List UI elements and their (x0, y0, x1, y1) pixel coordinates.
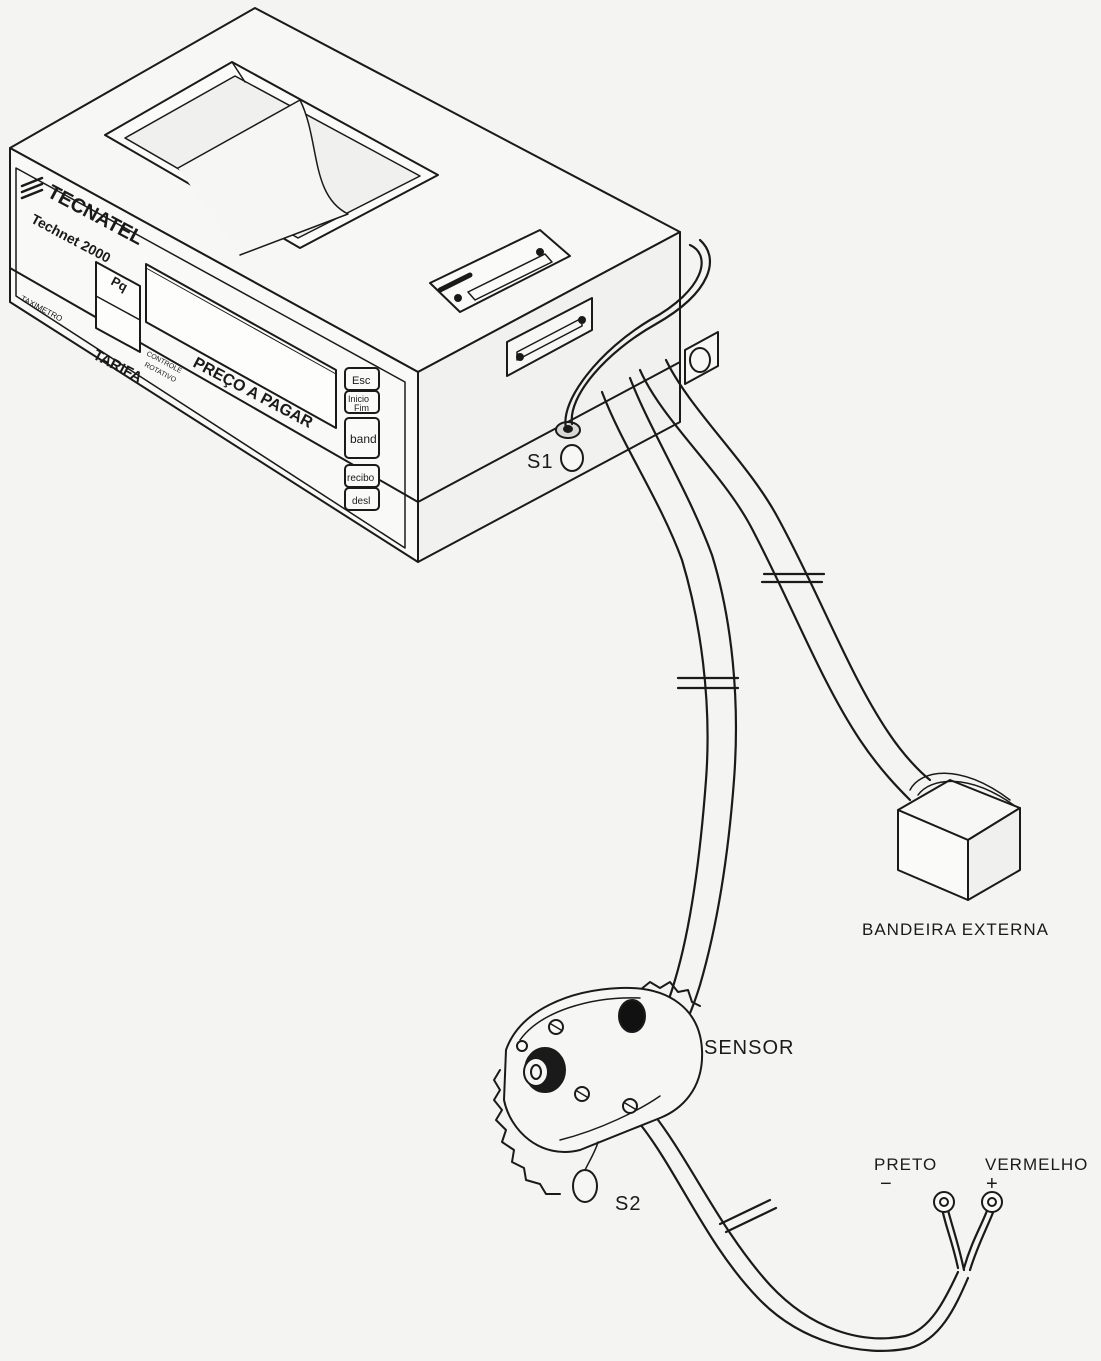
price-display (145, 263, 337, 429)
bandeira-label: BANDEIRA EXTERNA (862, 920, 1049, 939)
taximeter-unit (9, 7, 719, 563)
s2-seal (572, 1169, 598, 1203)
flag-cable-right-edge (664, 358, 932, 782)
key-desl[interactable] (344, 487, 380, 511)
power-cable-upper-edge (650, 1110, 960, 1340)
vermelho-sign: + (986, 1173, 999, 1195)
key-recibo-label: recibo (347, 473, 375, 484)
s1-label: S1 (527, 451, 553, 473)
terminal-preto (933, 1191, 955, 1213)
preto-sign: − (880, 1173, 893, 1195)
cable-harness (564, 238, 996, 1352)
preto-label: PRETO (874, 1155, 937, 1174)
red-wire (962, 1206, 990, 1270)
tariff-display (95, 261, 141, 353)
front-bezel (15, 167, 406, 549)
sensor-cable-gland (618, 999, 646, 1033)
sensor-gear-teeth (493, 1069, 561, 1195)
cable-break-mark (718, 1198, 772, 1226)
power-cable-lower-edge (638, 1122, 970, 1352)
tarifa-value: Pq (109, 273, 131, 294)
key-band[interactable] (344, 417, 380, 459)
terminal-vermelho (981, 1191, 1003, 1213)
sensor-cable-right-edge (628, 376, 738, 1067)
sensor-cable-left-edge (600, 390, 709, 1060)
external-flag-box (897, 772, 1021, 901)
taximeter-right-face (417, 231, 681, 563)
key-band-label: band (350, 432, 377, 446)
flag-cable-left-edge (638, 368, 912, 802)
rotation-sensor (493, 981, 704, 1203)
brand-logo-icon (20, 176, 44, 200)
key-desl-label: desl (352, 496, 370, 507)
key-esc-label: Esc (352, 375, 371, 387)
sensor-label: SENSOR (704, 1037, 794, 1059)
s2-label: S2 (615, 1193, 641, 1215)
key-inicio[interactable] (344, 390, 380, 414)
taximeter-base-seam (9, 267, 681, 503)
side-socket-plate (684, 331, 719, 385)
ticket-slot-module (429, 229, 571, 313)
seal-wire-loop (564, 243, 703, 430)
vermelho-label: VERMELHO (985, 1155, 1088, 1174)
key-fim-label: Fim (354, 403, 369, 413)
printer-paper-curl (177, 99, 349, 256)
s1-seal-screw (555, 421, 584, 472)
callout-labels: S1 SENSOR S2 BANDEIRA EXTERNA PRETO − VE… (527, 451, 1088, 1215)
connector-port (506, 297, 593, 377)
key-inicio-label: Inicio (348, 394, 369, 404)
side-socket-icon (689, 347, 711, 373)
